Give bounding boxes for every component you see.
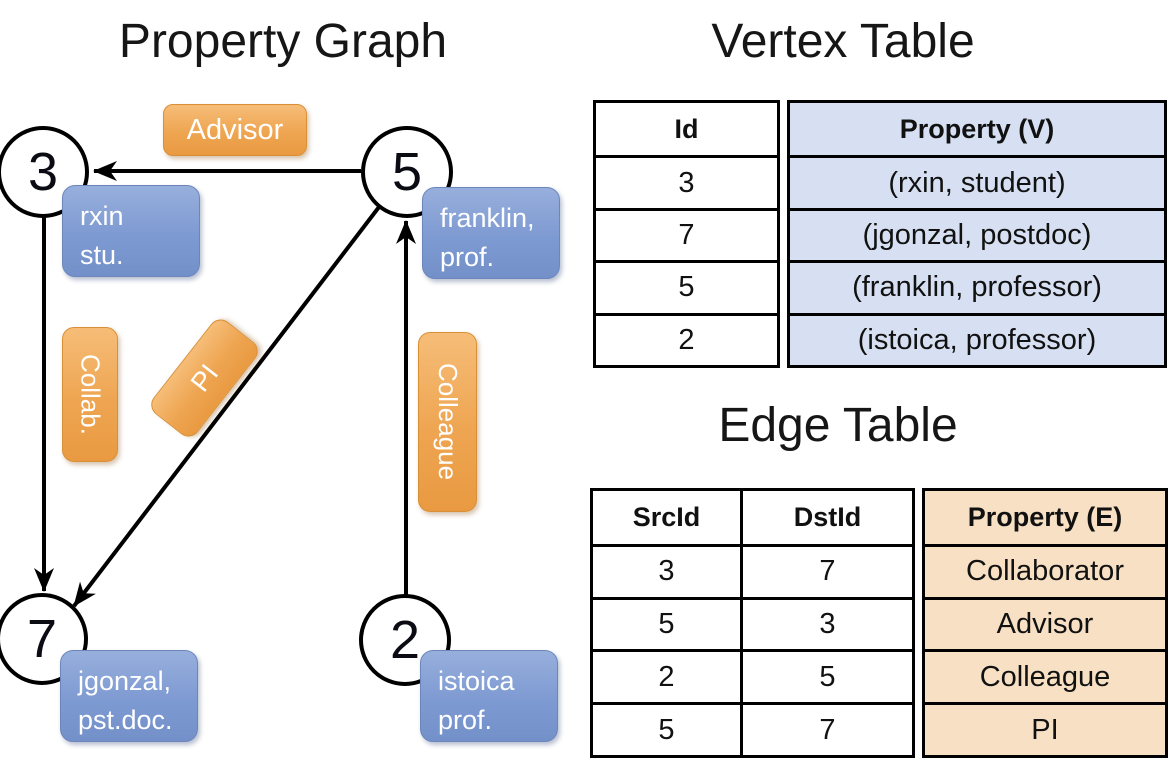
- edge-table-header-dstid: DstId: [740, 491, 912, 544]
- edge-table-cell-srcid: 3: [593, 543, 740, 597]
- edge-label-collab: Collab.: [62, 327, 118, 462]
- vertex-table-cell-id: 7: [596, 207, 777, 260]
- vertex-table-header-property: Property (V): [899, 113, 1055, 144]
- vertex-table-cell-property: (istoica, professor): [790, 312, 1164, 365]
- vertex-node-2-id: 2: [389, 610, 421, 670]
- vertex-table-cell-id: 3: [596, 155, 777, 207]
- vertex-table-cell-property: (jgonzal, postdoc): [790, 207, 1164, 260]
- edge-table-header-srcid: SrcId: [632, 501, 701, 532]
- vertex-table-title: Vertex Table: [711, 15, 975, 68]
- vertex-table-cell-property: (franklin, professor): [790, 260, 1164, 312]
- vertex-property-line: stu.: [80, 240, 124, 271]
- vertex-table-cell-id: 5: [596, 260, 777, 312]
- edge-table-cell-property: Collaborator: [925, 543, 1165, 597]
- edge-table-cell-property: PI: [925, 702, 1165, 755]
- vertex-node-3-id: 3: [27, 142, 59, 202]
- edge-table-cell-dstid: 5: [740, 649, 912, 703]
- vertex-property-line: rxin: [80, 201, 124, 231]
- vertex-property-box-franklin: franklin, prof.: [422, 187, 560, 279]
- edge-table-cell-dstid: 3: [740, 596, 912, 650]
- edge-table-cell-srcid: 2: [593, 649, 740, 702]
- vertex-table-property-column: Property (V) (rxin, student) (jgonzal, p…: [787, 100, 1167, 368]
- property-graph-title: Property Graph: [118, 15, 448, 68]
- edge-table-cell-dstid: 7: [740, 543, 912, 597]
- vertex-property-line: prof.: [440, 242, 495, 273]
- edge-table-property-column: Property (E) Collaborator Advisor Collea…: [922, 488, 1168, 758]
- vertex-node-5-id: 5: [391, 142, 423, 202]
- edge-table-header-property: Property (E): [967, 501, 1123, 532]
- edge-table-cell-property: Colleague: [925, 649, 1165, 702]
- edge-table-cell-srcid: 5: [593, 596, 740, 650]
- vertex-table-cell-id: 2: [596, 312, 777, 365]
- vertex-property-box-istoica: istoica prof.: [420, 650, 558, 742]
- vertex-property-line: istoica: [438, 666, 515, 696]
- vertex-table-id-column: Id 3 7 5 2: [593, 100, 780, 368]
- edge-table: SrcId DstId 3 7 5 3 2 5 5 7 Property (E)…: [590, 488, 1168, 758]
- edge-table-cell-dstid: 7: [740, 702, 912, 755]
- vertex-property-line: pst.doc.: [78, 705, 173, 736]
- vertex-table: Id 3 7 5 2 Property (V) (rxin, student) …: [593, 100, 1167, 368]
- graph-edges: [34, 161, 416, 608]
- vertex-property-box-rxin: rxin stu.: [62, 185, 200, 277]
- edge-label-advisor: Advisor: [163, 104, 307, 156]
- edge-table-title: Edge Table: [718, 399, 958, 452]
- vertex-property-line: franklin,: [440, 203, 535, 233]
- vertex-property-line: jgonzal,: [78, 666, 172, 696]
- vertex-table-header-id: Id: [674, 113, 699, 144]
- vertex-property-box-jgonzal: jgonzal, pst.doc.: [60, 650, 198, 742]
- vertex-node-5: 5: [361, 126, 453, 218]
- edge-label-colleague: Colleague: [418, 332, 477, 512]
- edge-table-id-columns: SrcId DstId 3 7 5 3 2 5 5 7: [590, 488, 915, 758]
- edge-pi-arrow: [72, 205, 381, 608]
- edge-table-cell-property: Advisor: [925, 596, 1165, 650]
- vertex-node-7-id: 7: [26, 609, 58, 669]
- vertex-property-line: prof.: [438, 705, 493, 736]
- vertex-table-cell-property: (rxin, student): [790, 155, 1164, 207]
- edge-table-cell-srcid: 5: [593, 702, 740, 755]
